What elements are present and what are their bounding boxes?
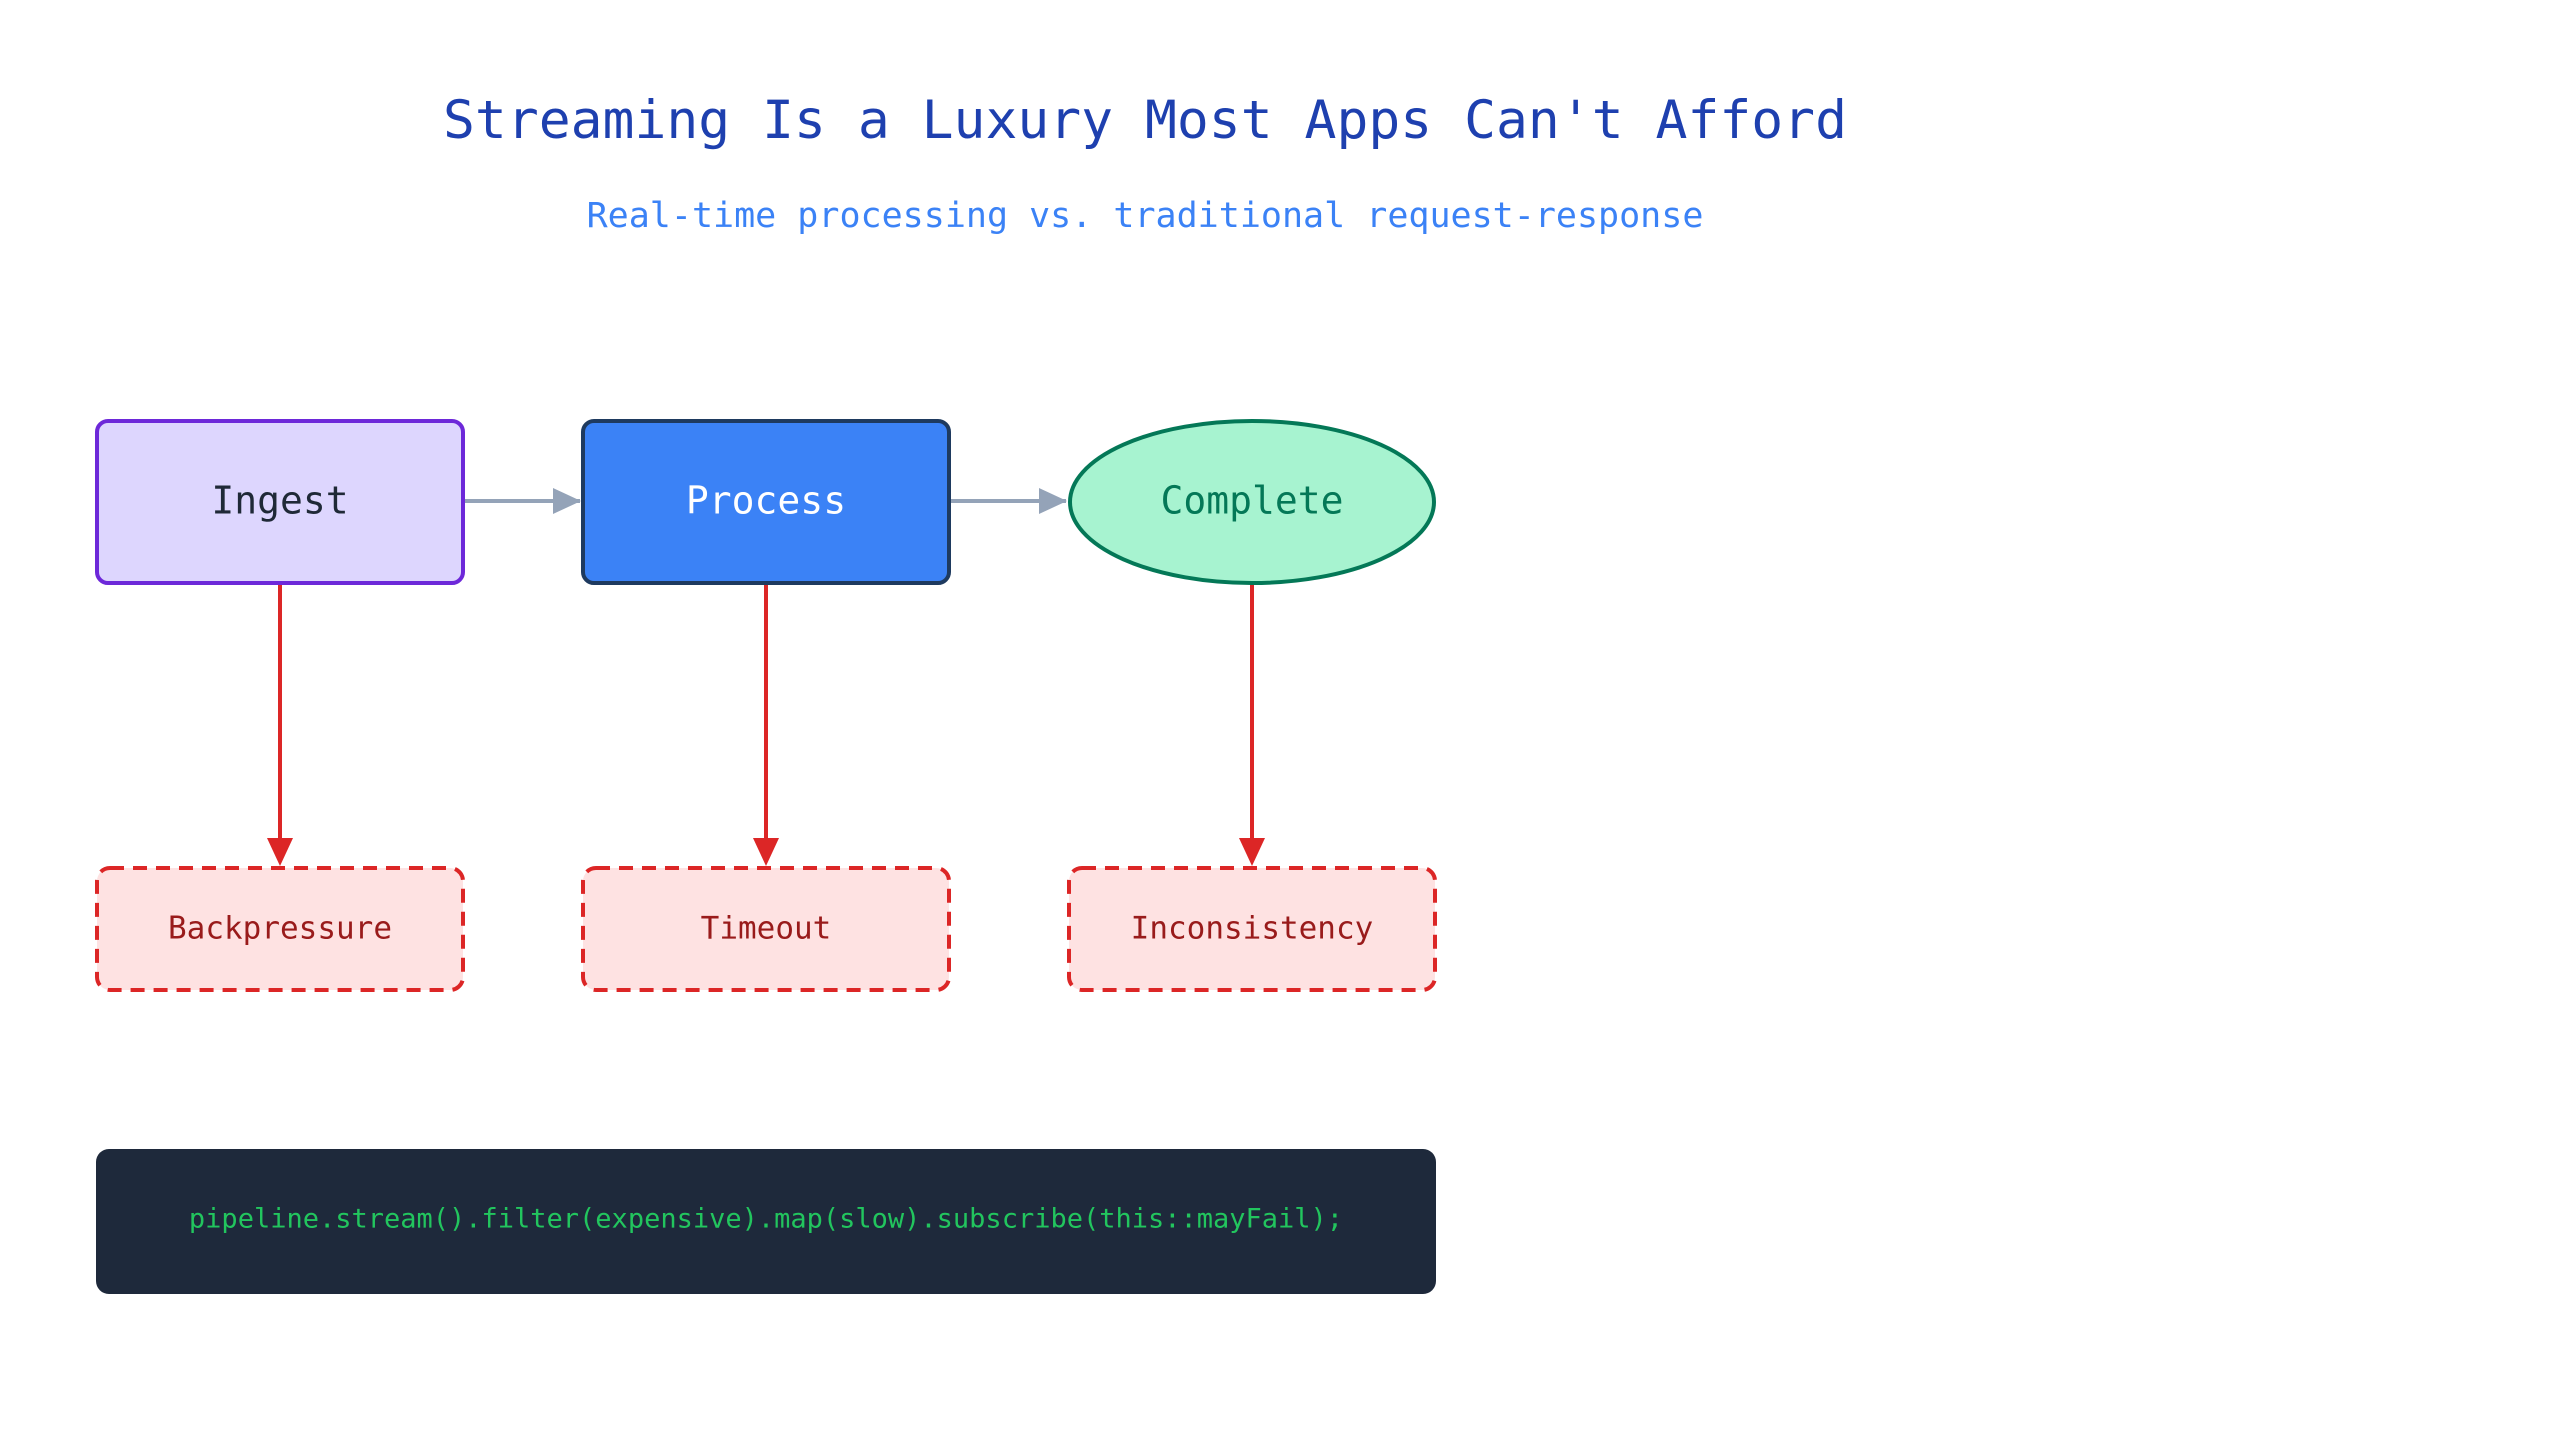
arrow-ingest-to-backpressure-head <box>267 838 293 866</box>
code-block: pipeline.stream().filter(expensive).map(… <box>96 1149 1436 1294</box>
node-ingest-label: Ingest <box>211 479 348 523</box>
arrow-process-to-timeout-head <box>753 838 779 866</box>
arrow-complete-to-inconsistency-head <box>1239 838 1265 866</box>
node-complete-label: Complete <box>1160 479 1343 523</box>
arrow-process-to-complete-head <box>1039 488 1067 514</box>
node-ingest: Ingest <box>95 419 465 585</box>
failure-backpressure-label: Backpressure <box>168 911 392 947</box>
node-process: Process <box>581 419 951 585</box>
failure-timeout: Timeout <box>581 866 951 992</box>
arrow-ingest-to-process-head <box>553 488 581 514</box>
diagram-subtitle: Real-time processing vs. traditional req… <box>586 196 1704 236</box>
node-process-label: Process <box>686 479 846 523</box>
failure-inconsistency-label: Inconsistency <box>1131 911 1374 947</box>
node-complete: Complete <box>1068 419 1436 585</box>
failure-timeout-label: Timeout <box>701 911 832 947</box>
failure-inconsistency: Inconsistency <box>1067 866 1437 992</box>
diagram-title: Streaming Is a Luxury Most Apps Can't Af… <box>443 90 1847 151</box>
failure-backpressure: Backpressure <box>95 866 465 992</box>
code-snippet: pipeline.stream().filter(expensive).map(… <box>189 1204 1343 1235</box>
